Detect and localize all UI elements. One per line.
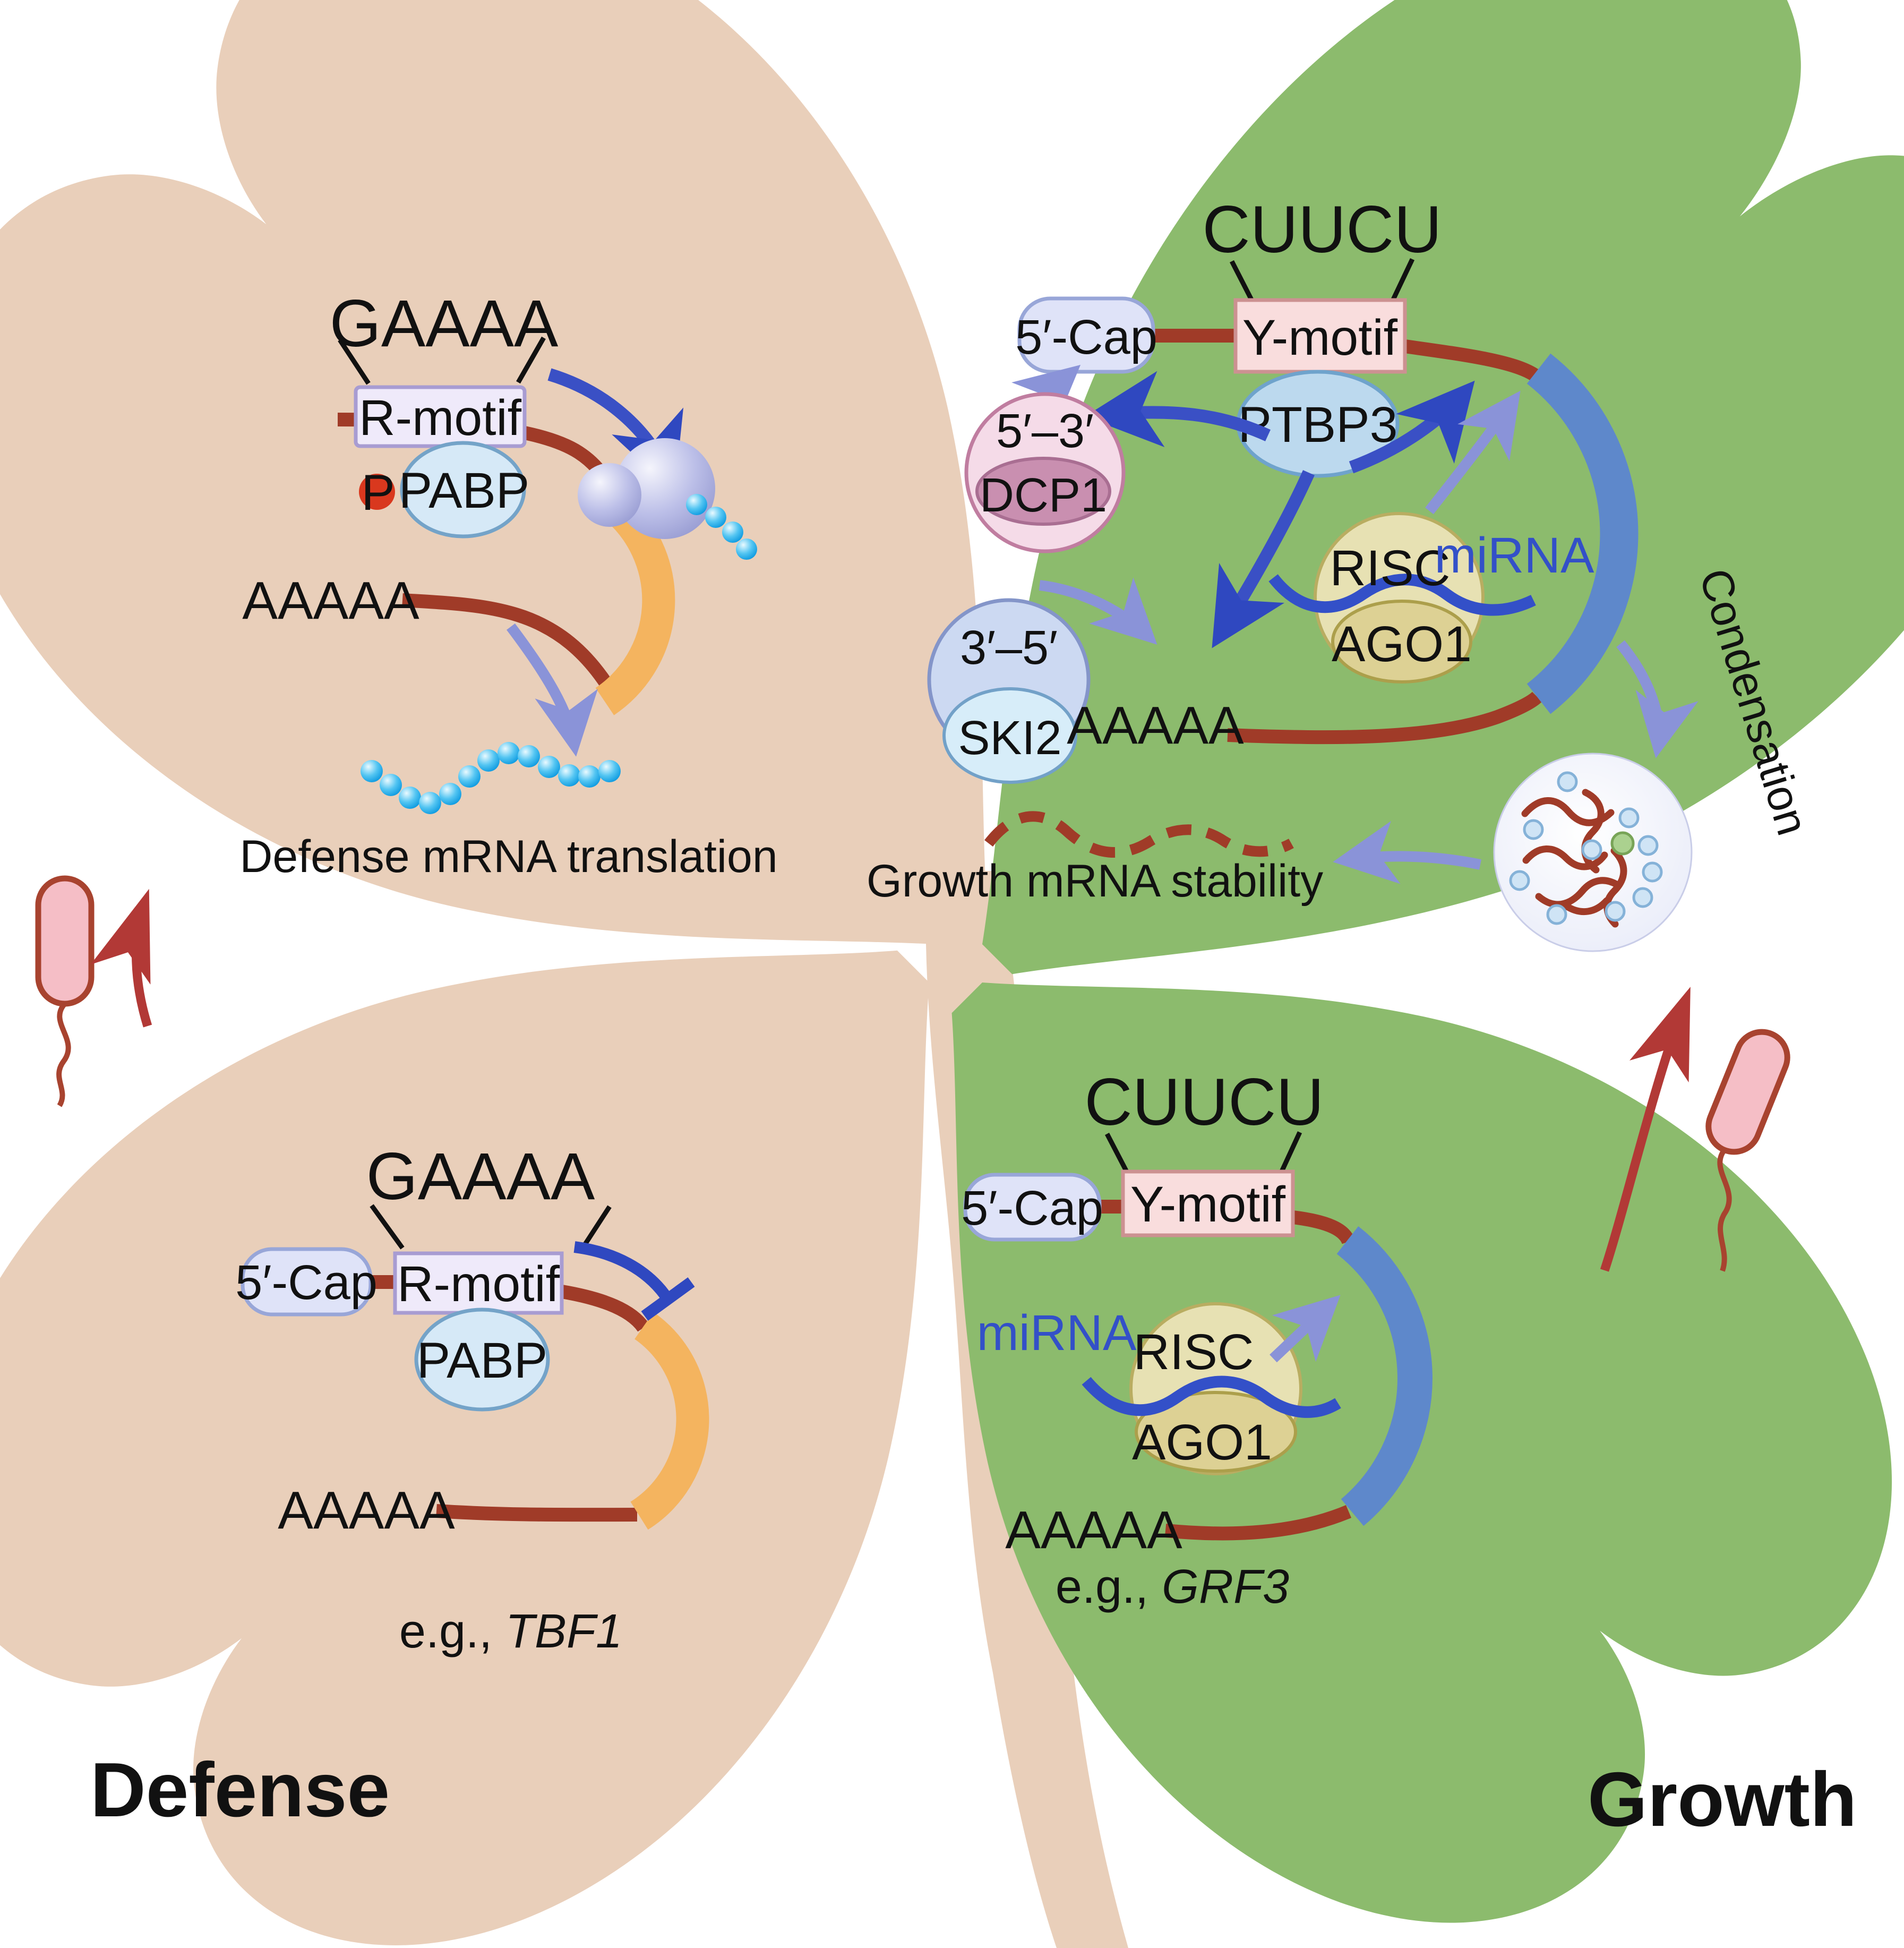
polya-label: AAAAA bbox=[242, 571, 419, 630]
risc-to-arc-arrow bbox=[1425, 390, 1521, 515]
sequence-cuucu: CUUCU bbox=[1084, 1065, 1324, 1139]
panel-defense-translation: GAAAA R-motif P PABP AAAAA bbox=[239, 287, 777, 882]
y-motif-label: Y-motif bbox=[1242, 310, 1398, 366]
decapping-arrow bbox=[1085, 371, 1271, 447]
motif-callout-line bbox=[516, 336, 546, 384]
motif-callout-line bbox=[1105, 1132, 1130, 1176]
mrna-strand bbox=[1404, 339, 1539, 381]
risc-to-arc-arrow bbox=[1270, 1295, 1341, 1363]
mrna-strand bbox=[1164, 1505, 1352, 1541]
pathogen-left bbox=[35, 875, 95, 1107]
y-motif-box bbox=[1121, 1169, 1295, 1237]
motif-callout-line bbox=[1390, 258, 1415, 303]
risc-label: RISC bbox=[1330, 540, 1451, 596]
inhibition-bar bbox=[641, 1277, 695, 1321]
switch-to-growth-arrow bbox=[1600, 987, 1691, 1272]
condensate-protein-dots bbox=[1509, 771, 1663, 925]
dcp1-label: DCP1 bbox=[980, 469, 1107, 522]
growth-stability-caption: Growth mRNA stability bbox=[867, 856, 1323, 907]
r-motif-label: R-motif bbox=[397, 1256, 560, 1312]
sequence-gaaaa: GAAAA bbox=[330, 287, 559, 361]
decay-5-3-label: 5′–3′ bbox=[996, 405, 1094, 458]
r-motif-label: R-motif bbox=[359, 390, 522, 446]
product-arrow bbox=[507, 623, 598, 757]
motif-callout-line bbox=[338, 338, 371, 385]
ribosome-large-subunit bbox=[614, 438, 715, 539]
defense-translation-caption: Defense mRNA translation bbox=[239, 831, 777, 882]
ago1-label: AGO1 bbox=[1132, 1414, 1272, 1471]
peptide-chain-beads bbox=[361, 742, 621, 814]
mrna-strand bbox=[436, 1504, 638, 1522]
cap-box bbox=[963, 1173, 1102, 1242]
defense-title: Defense bbox=[90, 1747, 390, 1833]
bacterium-flagellum bbox=[1717, 1148, 1732, 1272]
ago1-ellipse bbox=[1135, 1391, 1297, 1473]
mirna-label: miRNA bbox=[1435, 527, 1594, 584]
sequence-gaaaa: GAAAA bbox=[366, 1140, 595, 1214]
utr-binding-arc bbox=[1336, 1226, 1433, 1526]
condensation-arrow bbox=[1616, 640, 1699, 758]
cap-label: 5′-Cap bbox=[235, 1255, 378, 1310]
mrna-strand bbox=[402, 593, 617, 694]
y-motif-label: Y-motif bbox=[1130, 1176, 1286, 1233]
inhibition-arrow-shaft bbox=[573, 1241, 670, 1298]
risc-binding-arrow bbox=[1349, 380, 1475, 474]
mrna-strand bbox=[1227, 691, 1542, 745]
phospho-circle bbox=[359, 474, 395, 510]
dcp1-ellipse bbox=[975, 457, 1111, 526]
stored-mrna-dashed bbox=[984, 811, 1294, 858]
polya-label: AAAAA bbox=[1005, 1500, 1182, 1560]
pabp-ellipse bbox=[414, 1308, 550, 1412]
cap-label: 5′-Cap bbox=[961, 1181, 1103, 1235]
polya-label: AAAAA bbox=[278, 1481, 455, 1540]
growth-title: Growth bbox=[1588, 1756, 1857, 1842]
pathogen-right bbox=[1705, 1029, 1790, 1272]
pabp-label: PABP bbox=[399, 463, 529, 519]
bacterium-body bbox=[1705, 1029, 1790, 1155]
ptbp3-label: PTBP3 bbox=[1238, 397, 1398, 453]
utr-binding-arc bbox=[1526, 353, 1639, 714]
decay-3-5-label: 3′–5′ bbox=[960, 621, 1058, 674]
cap-label: 5′-Cap bbox=[1015, 310, 1157, 364]
y-motif-box bbox=[1233, 298, 1407, 374]
polya-label: AAAAA bbox=[1067, 696, 1244, 755]
ago1-label: AGO1 bbox=[1332, 616, 1472, 672]
example-gene: e.g., GRF3 bbox=[1056, 1560, 1289, 1613]
panel-growth-silenced: CUUCU 5′-Cap Y-motif RISC AGO1 miRNA AAA… bbox=[961, 1065, 1433, 1613]
mirna-strand bbox=[1268, 574, 1536, 616]
pabp-ellipse bbox=[400, 441, 526, 539]
condensate-green-dot bbox=[1610, 831, 1635, 856]
bacterium-flagellum bbox=[56, 1002, 71, 1107]
sequence-cuucu: CUUCU bbox=[1202, 193, 1442, 267]
exosome-arrow bbox=[1039, 577, 1157, 645]
example-gene: e.g., TBF1 bbox=[399, 1605, 622, 1658]
ski2-ellipse bbox=[942, 687, 1077, 784]
release-arrow bbox=[1333, 821, 1482, 884]
motif-callout-line bbox=[580, 1205, 612, 1251]
panel-defense-repressed: GAAAA 5′-Cap R-motif PABP AAAAA e.g., TB… bbox=[235, 1140, 709, 1658]
deadenylation-arrow bbox=[1212, 470, 1315, 648]
mrna-strand bbox=[1292, 1210, 1356, 1245]
switch-to-defense-arrow bbox=[90, 888, 152, 1028]
nascent-peptide-beads bbox=[686, 494, 757, 560]
ribosome-track-arc bbox=[630, 1312, 709, 1530]
motif-callout-line bbox=[1278, 1131, 1302, 1175]
mrna-strand bbox=[560, 1285, 649, 1332]
motif-callout-line bbox=[1229, 260, 1256, 304]
risc-label: RISC bbox=[1134, 1324, 1254, 1380]
ribosome-track-arc bbox=[595, 494, 675, 715]
mirna-label: miRNA bbox=[977, 1305, 1137, 1361]
ski2-label: SKI2 bbox=[958, 712, 1061, 765]
motif-callout-line bbox=[370, 1204, 405, 1250]
phospho-label: P bbox=[361, 465, 394, 521]
cap-box bbox=[241, 1247, 373, 1317]
mirna-strand bbox=[1082, 1375, 1341, 1418]
pabp-label: PABP bbox=[417, 1332, 547, 1389]
bacterium-body bbox=[35, 875, 95, 1007]
ago1-ellipse bbox=[1331, 600, 1472, 683]
ribosome-small-subunit bbox=[578, 463, 641, 527]
